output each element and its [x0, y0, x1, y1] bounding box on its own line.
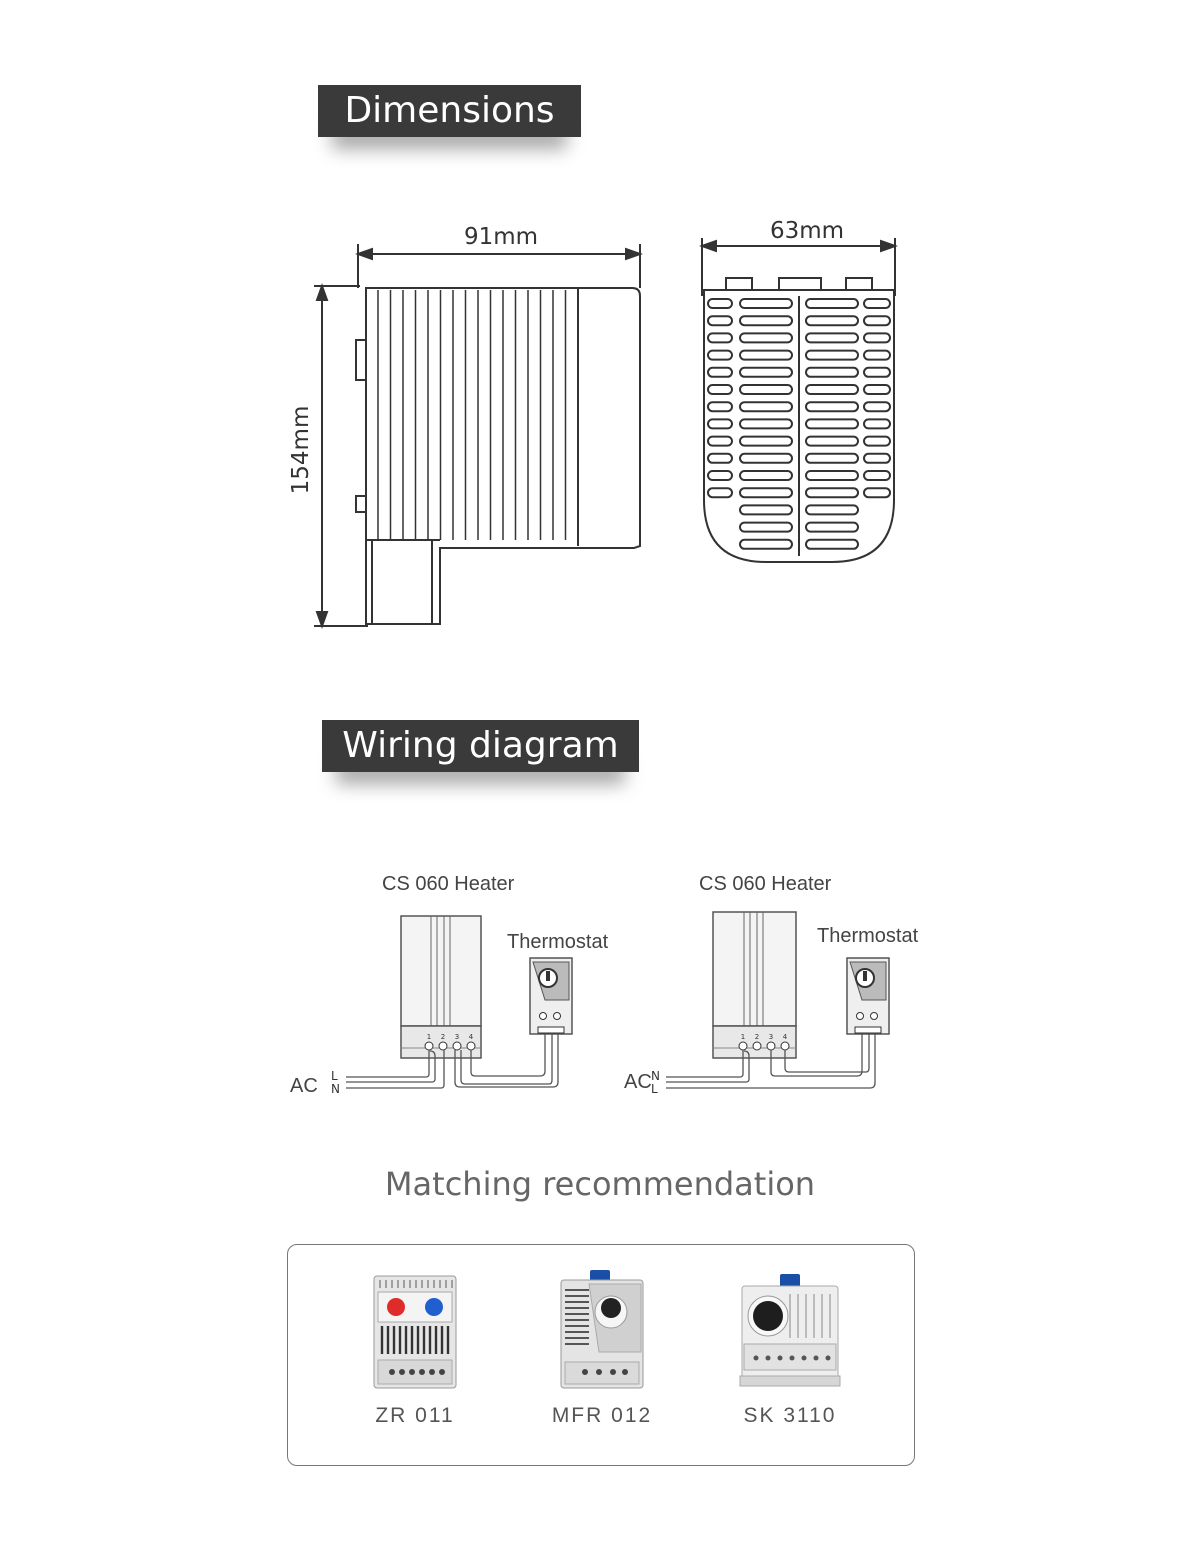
- vent-slot: [739, 366, 793, 378]
- terminal-label: 4: [783, 1033, 788, 1041]
- vent-slot: [739, 487, 793, 499]
- line-label-bottom: L: [651, 1082, 658, 1096]
- recommendation-item-mfr-012[interactable]: MFR 012: [522, 1265, 682, 1428]
- vent-slot: [863, 418, 891, 430]
- vent-slot: [863, 470, 891, 481]
- matching-title: Matching recommendation: [384, 1165, 816, 1203]
- vent-slot: [863, 349, 891, 361]
- line-label-bottom: N: [331, 1082, 340, 1096]
- terminal-label: 3: [769, 1033, 773, 1041]
- vent-slot: [707, 384, 733, 395]
- vent-slot: [739, 401, 793, 413]
- terminal-label: 4: [469, 1033, 474, 1041]
- vent-slot: [805, 366, 859, 378]
- vent-slot: [863, 452, 891, 464]
- recommendation-label: MFR 012: [551, 1404, 653, 1427]
- vent-slot: [863, 366, 891, 378]
- line-label-top: L: [331, 1069, 338, 1083]
- vent-slot: [707, 298, 733, 309]
- thermostat-icon: [529, 957, 573, 1035]
- vent-slot: [805, 504, 859, 516]
- terminal-label: 2: [755, 1033, 759, 1041]
- height-dimension-label: 154mm: [288, 406, 314, 495]
- vent-slot: [707, 452, 733, 464]
- vent-slot: [707, 418, 733, 430]
- wiring-title: Wiring diagram: [322, 720, 639, 772]
- dual-thermostat-icon: [373, 1275, 457, 1389]
- vent-slot: [805, 349, 859, 361]
- terminal-label: 1: [741, 1033, 745, 1041]
- vent-slot: [707, 315, 733, 327]
- dimensions-title: Dimensions: [318, 85, 581, 137]
- vent-slot: [707, 366, 733, 378]
- vent-slot: [707, 401, 733, 413]
- terminal-label: 1: [427, 1033, 431, 1041]
- ac-label: AC: [624, 1071, 652, 1093]
- vent-slot: [863, 487, 891, 499]
- wiring-diagram-right: CS 060 Heater Thermostat 1 2 3 4: [624, 873, 919, 1096]
- terminal-label: 2: [441, 1033, 445, 1041]
- vent-slot: [739, 452, 793, 464]
- line-label-top: N: [651, 1069, 660, 1083]
- vent-slot: [739, 384, 793, 395]
- heater-label: CS 060 Heater: [699, 873, 832, 895]
- heater-icon: 1 2 3 4: [400, 915, 482, 1059]
- heater-icon: 1 2 3 4: [712, 911, 797, 1059]
- vent-slot: [707, 470, 733, 481]
- wiring-diagram-left: CS 060 Heater Thermostat 1 2 3 4: [290, 873, 609, 1097]
- vent-slot: [863, 401, 891, 413]
- vent-slot: [805, 332, 859, 344]
- wiring-diagram: CS 060 Heater Thermostat 1 2 3 4: [290, 873, 919, 1097]
- hygrostat-icon: [560, 1270, 644, 1389]
- vent-slot: [805, 298, 859, 309]
- vent-slot: [739, 538, 793, 550]
- vent-slot: [805, 401, 859, 413]
- electronic-thermostat-icon: [739, 1274, 841, 1387]
- dimension-drawing: 91mm 63mm 154mm: [288, 218, 898, 629]
- recommendation-item-sk-3110[interactable]: SK 3110: [710, 1265, 870, 1428]
- vent-slot: [805, 384, 859, 395]
- thermostat-icon: [846, 957, 890, 1035]
- vent-slot: [863, 332, 891, 344]
- vent-slot: [739, 504, 793, 516]
- vent-slot: [863, 384, 891, 395]
- vent-slot: [739, 435, 793, 447]
- width-dimension-label: 91mm: [464, 224, 538, 250]
- vent-slot: [739, 470, 793, 481]
- recommendation-label: ZR 011: [375, 1404, 455, 1427]
- thermostat-label: Thermostat: [817, 925, 919, 947]
- recommendation-item-zr-011[interactable]: ZR 011: [335, 1265, 495, 1428]
- vent-slot: [805, 470, 859, 481]
- vent-slot: [863, 298, 891, 309]
- vent-slot: [863, 435, 891, 447]
- vent-slot: [805, 418, 859, 430]
- vent-slot: [739, 418, 793, 430]
- vent-slot: [805, 435, 859, 447]
- vent-slot: [707, 435, 733, 447]
- ac-label: AC: [290, 1075, 318, 1097]
- vent-slot: [863, 315, 891, 327]
- terminal-label: 3: [455, 1033, 459, 1041]
- recommendation-label: SK 3110: [743, 1404, 837, 1427]
- vent-slot: [739, 298, 793, 309]
- depth-dimension-label: 63mm: [770, 218, 844, 244]
- vent-slot: [739, 521, 793, 533]
- heater-label: CS 060 Heater: [382, 873, 515, 895]
- vent-slot: [739, 332, 793, 344]
- vent-slot: [805, 538, 859, 550]
- vent-slot: [707, 349, 733, 361]
- recommendation-panel: ZR 011 MFR 012: [287, 1244, 915, 1466]
- vent-slot: [739, 349, 793, 361]
- vent-slot: [805, 521, 859, 533]
- vent-slot: [805, 452, 859, 464]
- vent-slot: [805, 487, 859, 499]
- vent-slot: [739, 315, 793, 327]
- thermostat-label: Thermostat: [507, 931, 609, 953]
- vent-slot: [707, 332, 733, 344]
- vent-slot: [707, 487, 733, 499]
- vent-slot: [805, 315, 859, 327]
